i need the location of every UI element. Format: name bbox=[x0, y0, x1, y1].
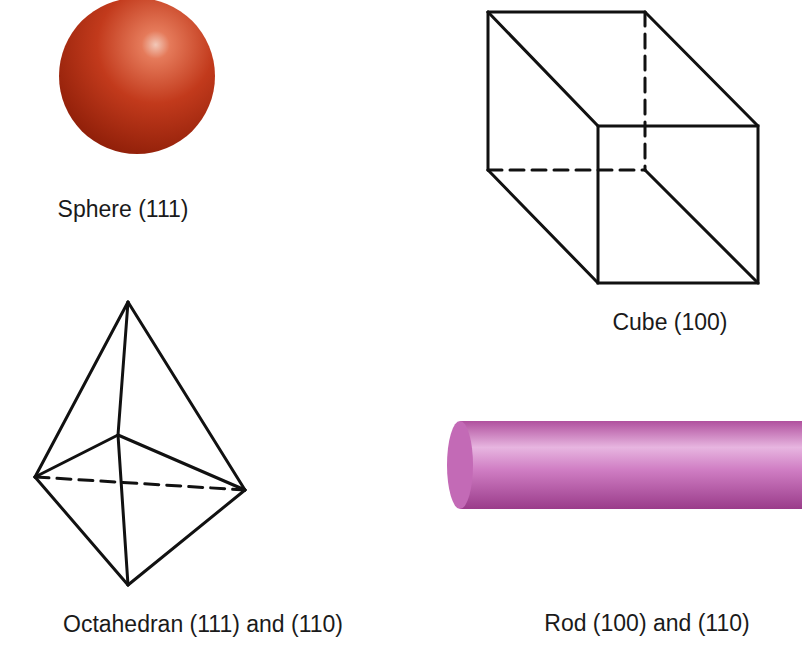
shape-label: Sphere (111) bbox=[58, 196, 189, 224]
cube bbox=[488, 12, 758, 283]
shape-label: Cube (100) bbox=[612, 309, 727, 337]
shape-label: Octahedran (111) and (110) bbox=[63, 611, 343, 639]
rod bbox=[447, 421, 802, 509]
shape-label: Rod (100) and (110) bbox=[544, 610, 749, 638]
octahedron bbox=[35, 302, 245, 585]
sphere bbox=[59, 0, 215, 154]
